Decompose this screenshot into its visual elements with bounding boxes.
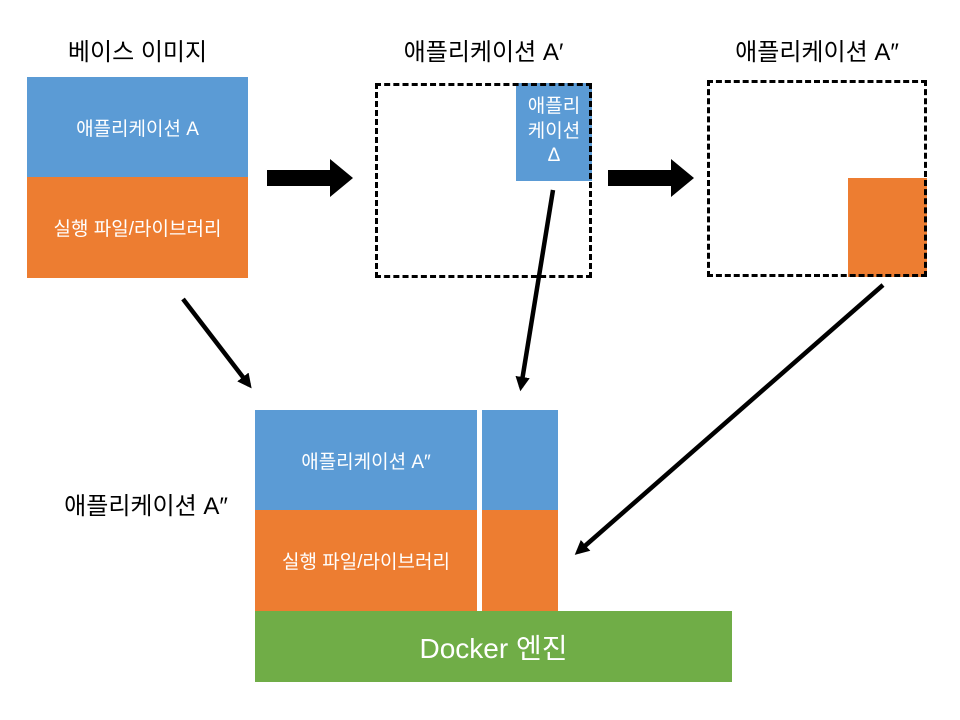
base-app-label: 애플리케이션 A [76, 118, 199, 140]
result-app-label: 애플리케이션 A″ [301, 451, 431, 473]
app-delta-box: 애플리 케이션 Δ [516, 83, 592, 181]
result-delta-column [482, 410, 558, 611]
result-delta-lib-layer [482, 510, 558, 611]
arrow-base-to-result-icon [181, 297, 252, 389]
lib-delta-patch [848, 178, 927, 277]
result-image-label: 애플리케이션 A″ [64, 493, 228, 520]
app-delta-line-3: Δ [547, 145, 561, 167]
app-a-dprime-box [707, 80, 927, 277]
result-app-layer: 애플리케이션 A″ [255, 410, 477, 510]
app-a-prime-box: 애플리 케이션 Δ [375, 83, 592, 278]
block-arrow-aprime-to-adprime-icon [608, 159, 694, 197]
result-delta-app-layer [482, 410, 558, 510]
base-lib-label: 실행 파일/라이브러리 [53, 219, 222, 240]
docker-engine-bar: Docker 엔진 [255, 611, 732, 682]
app-a-dprime-title: 애플리케이션 A″ [735, 39, 899, 66]
base-image-title: 베이스 이미지 [67, 39, 208, 66]
app-a-prime-title: 애플리케이션 A′ [403, 39, 564, 66]
arrow-adprime-to-result-icon [574, 283, 885, 555]
docker-engine-label: Docker 엔진 [419, 632, 568, 664]
block-arrow-base-to-aprime-icon [267, 159, 353, 197]
result-lib-layer: 실행 파일/라이브러리 [255, 510, 477, 611]
base-image-box: 애플리케이션 A 실행 파일/라이브러리 [27, 77, 248, 278]
app-delta-line-2: 케이션 [527, 120, 581, 142]
result-lib-label: 실행 파일/라이브러리 [282, 552, 450, 573]
base-lib-layer: 실행 파일/라이브러리 [27, 177, 248, 278]
base-app-layer: 애플리케이션 A [27, 77, 248, 177]
result-main-column: 애플리케이션 A″ 실행 파일/라이브러리 [255, 410, 477, 611]
app-delta-line-1: 애플리 [527, 95, 581, 117]
